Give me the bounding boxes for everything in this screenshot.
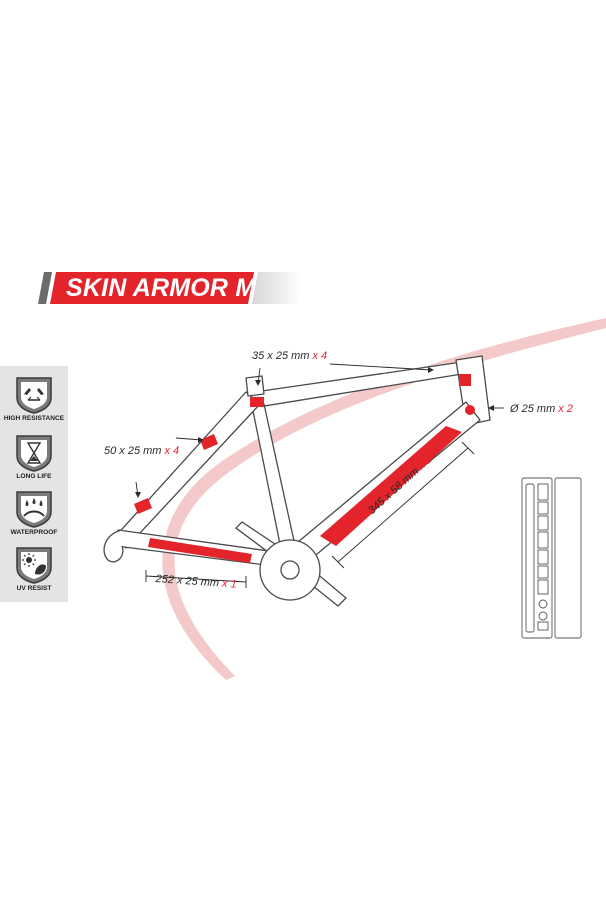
product-title: SKIN ARMOR M: [66, 274, 257, 302]
title-banner: [38, 272, 302, 304]
hourglass-icon: [16, 435, 52, 472]
annotation-arrowheads: [135, 367, 494, 498]
feature-label: HIGH RESISTANCE: [3, 415, 65, 422]
dimension-size: Ø 25 mm: [510, 403, 556, 415]
pad-downtube: [320, 426, 462, 546]
feature-label: LONG LIFE: [16, 473, 52, 480]
pad-seatstay-upper: [200, 434, 218, 450]
feature-high-resistance: HIGH RESISTANCE: [0, 374, 68, 422]
pad-seatstay-lower: [134, 498, 152, 514]
protection-pads: [134, 374, 475, 563]
feature-waterproof: WATERPROOF: [0, 488, 68, 536]
dimension-qty: x 4: [164, 445, 180, 457]
dimension-qty: x 1: [221, 577, 238, 591]
water-drops-icon: [16, 491, 52, 528]
sun-rays-icon: [16, 547, 52, 584]
feature-label: WATERPROOF: [10, 529, 58, 536]
crankset: [235, 521, 347, 607]
pad-head-square: [459, 374, 471, 386]
decorative-swoosh: [162, 318, 606, 680]
dimension-qty: x 2: [558, 403, 573, 415]
feature-label: UV RESIST: [16, 585, 52, 592]
features-panel: HIGH RESISTANCE LONG LIFE WATERPROOF: [0, 366, 68, 602]
dimension-size: 50 x 25 mm: [104, 445, 162, 457]
feature-uv-resist: UV RESIST: [0, 544, 68, 592]
dimension-qty: x 4: [312, 350, 328, 362]
sticker-sheet-preview: [521, 477, 582, 639]
hands-stretch-icon: [16, 377, 52, 414]
pad-chainstay: [148, 538, 252, 563]
pad-head-round: [465, 405, 475, 415]
annotation-lines: [135, 363, 504, 588]
pad-top: [250, 397, 264, 407]
dimension-size: 35 x 25 mm: [252, 350, 310, 362]
feature-long-life: LONG LIFE: [0, 432, 68, 480]
